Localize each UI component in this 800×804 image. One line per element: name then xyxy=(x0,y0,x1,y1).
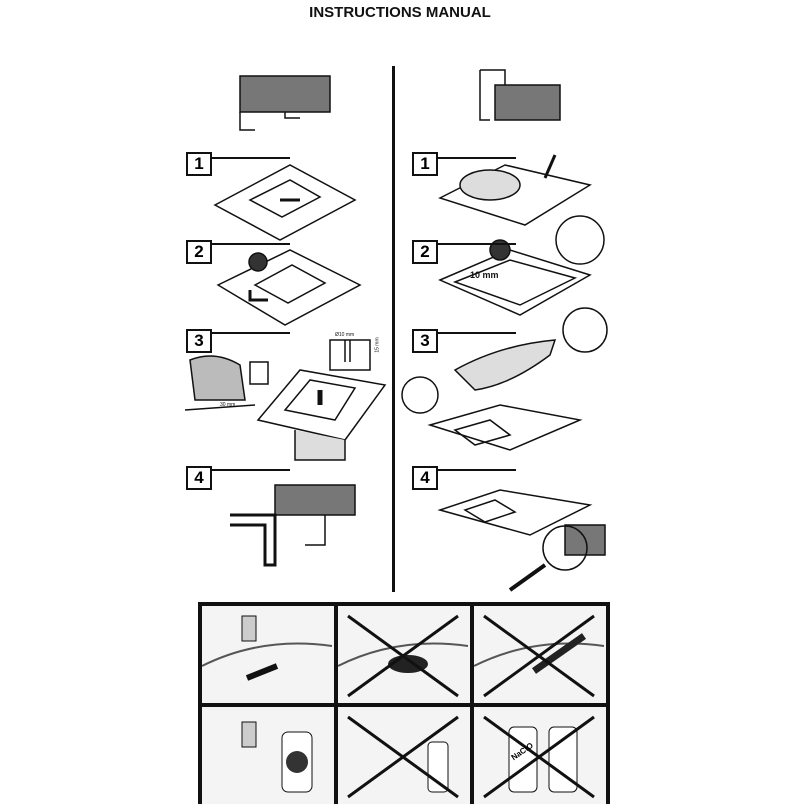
edge-distance-label: 10 mm xyxy=(470,270,499,280)
clip-fixing-illustration-r4 xyxy=(437,489,606,592)
cutting-illustration-2 xyxy=(216,249,362,326)
sink-template-illustration-1 xyxy=(213,164,357,241)
leader-line xyxy=(210,332,290,334)
left-step-1-label: 1 xyxy=(186,152,212,176)
column-divider xyxy=(392,66,395,592)
care-cell-bleach-forbidden: NaClO xyxy=(474,707,606,804)
leader-line xyxy=(436,332,516,334)
sink-template-illustration-r1 xyxy=(438,154,592,226)
right-step-2-label: 2 xyxy=(412,240,438,264)
care-instructions-panel: NaClO xyxy=(198,602,610,804)
care-cell-abrasive-pad-forbidden xyxy=(338,606,470,703)
fixing-illustration-3 xyxy=(184,339,387,461)
care-cell-detergent-ok xyxy=(202,707,334,804)
page-title: INSTRUCTIONS MANUAL xyxy=(309,4,491,21)
care-cell-wire-brush-forbidden xyxy=(474,606,606,703)
leader-line xyxy=(210,243,290,245)
leader-line xyxy=(436,469,516,471)
clearance-label: 30 mm xyxy=(220,402,236,408)
left-step-2-label: 2 xyxy=(186,240,212,264)
right-step-3-label: 3 xyxy=(412,329,438,353)
undermount-section-illustration-4 xyxy=(230,484,356,567)
hole-diameter-label: Ø10 mm xyxy=(335,332,355,338)
sink-placement-illustration-r3 xyxy=(401,307,608,451)
left-step-3-label: 3 xyxy=(186,329,212,353)
care-cell-wipe-ok xyxy=(202,606,334,703)
right-step-1-label: 1 xyxy=(412,152,438,176)
left-step-4-label: 4 xyxy=(186,466,212,490)
installation-illustrations xyxy=(184,69,608,592)
leader-line xyxy=(210,157,290,159)
leader-line xyxy=(436,157,516,159)
care-cell-chemicals-forbidden xyxy=(338,707,470,804)
leader-line xyxy=(436,243,516,245)
right-step-4-label: 4 xyxy=(412,466,438,490)
leader-line xyxy=(210,469,290,471)
cutting-illustration-r2 xyxy=(438,215,605,316)
countertop-undermount-illustration xyxy=(239,75,331,131)
hole-depth-label: 15 mm xyxy=(374,337,381,353)
countertop-inset-illustration xyxy=(479,69,561,121)
